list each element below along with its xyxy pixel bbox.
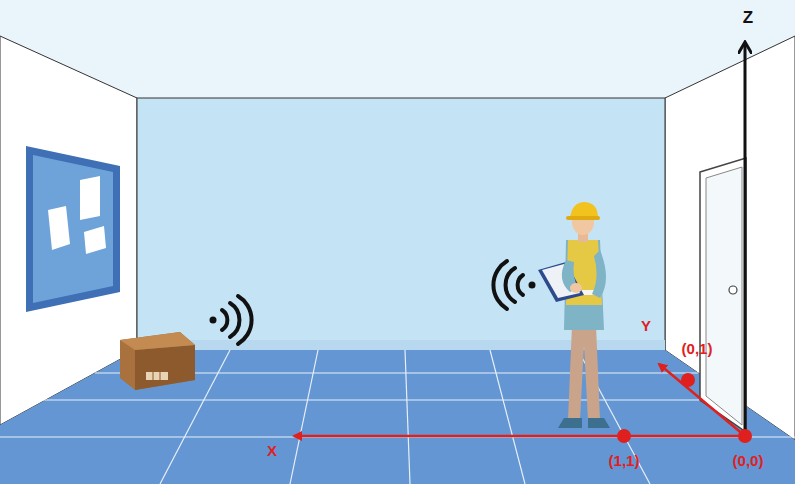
axis-label: Y	[641, 318, 651, 333]
point-marker	[617, 429, 631, 443]
y-axis	[659, 364, 745, 436]
coordinate-label: (0,0)	[733, 453, 764, 468]
origin-point	[738, 429, 752, 443]
coordinate-label: (1,1)	[609, 453, 640, 468]
z-axis	[744, 44, 747, 436]
coordinate-label: (0,1)	[682, 341, 713, 356]
point-marker	[681, 373, 695, 387]
x-axis	[294, 435, 745, 438]
axis-label: X	[267, 443, 277, 458]
axis-label: Z	[743, 9, 753, 26]
